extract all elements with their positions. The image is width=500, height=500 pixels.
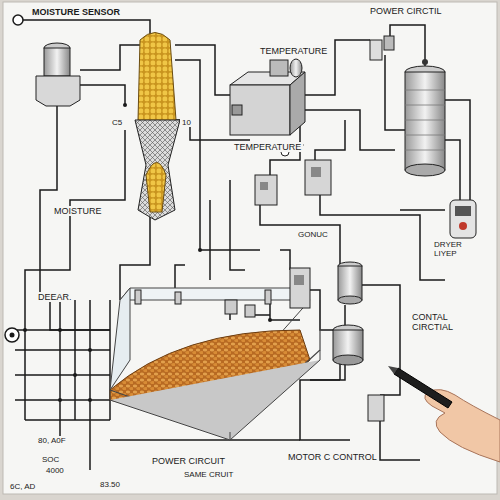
part-label: GONUC [296, 230, 330, 239]
part-label: 80, A0F [36, 436, 68, 445]
part-label: MOISTURE SENSOR [30, 7, 122, 17]
part-label: DRYER LIYEP [432, 240, 476, 258]
part-label: 10 [180, 118, 193, 127]
part-label: TEMPERATURE [232, 142, 303, 152]
part-label: SOC [40, 455, 61, 464]
part-label: SAME CRUIT [182, 470, 235, 479]
part-label: C5 [110, 118, 124, 127]
part-label: CONTAL CIRCTIAL [410, 312, 474, 333]
part-label: MOISTURE [52, 206, 104, 216]
part-label: DEEAR. [36, 292, 74, 302]
part-label: TEMPERATURE [258, 46, 329, 56]
part-label: POWER CIRCUIT [150, 456, 227, 466]
part-label: POWER CIRCTIL [368, 6, 444, 16]
part-label: MOTOR C CONTROL [286, 452, 379, 462]
part-label: 83.50 [98, 480, 122, 489]
part-label: 4000 [44, 466, 66, 475]
part-label: 6C, AD [8, 482, 37, 491]
